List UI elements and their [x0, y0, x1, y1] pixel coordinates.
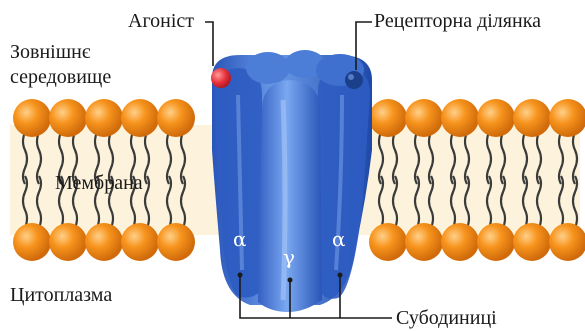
subunits-label: Субодиниці — [396, 306, 497, 330]
lipid-head — [405, 223, 443, 261]
lipid-head — [49, 223, 87, 261]
receptor-site — [345, 71, 363, 89]
lipid-head — [85, 223, 123, 261]
lipid-head — [441, 223, 479, 261]
receptor-site-label: Рецепторна ділянка — [374, 9, 541, 33]
subunit-center — [258, 80, 322, 312]
cytoplasm-label: Цитоплазма — [10, 283, 112, 307]
lipid-head — [513, 223, 551, 261]
lipid-head — [121, 223, 159, 261]
lipid-head — [13, 223, 51, 261]
outside-label-line2: середовище — [10, 65, 111, 89]
lipid-head — [441, 99, 479, 137]
lipid-head — [477, 99, 515, 137]
agonist-molecule — [211, 68, 231, 88]
lipid-head — [513, 99, 551, 137]
agonist-leader — [205, 22, 213, 66]
lipid-head — [477, 223, 515, 261]
lipid-head — [13, 99, 51, 137]
lipid-head — [157, 99, 195, 137]
alpha-right-symbol: α — [332, 228, 346, 250]
alpha-left-symbol: α — [233, 228, 247, 250]
lipid-head — [49, 99, 87, 137]
subunit-right — [318, 66, 370, 299]
lipid-head — [369, 99, 407, 137]
membrane-label: Мембрана — [55, 171, 143, 195]
gamma-symbol: γ — [283, 246, 295, 268]
receptor-protein — [212, 50, 372, 312]
outside-label-line1: Зовнішнє — [10, 40, 90, 64]
lipid-head — [405, 99, 443, 137]
lipid-head — [157, 223, 195, 261]
agonist-label: Агоніст — [128, 9, 194, 33]
lipid-head — [121, 99, 159, 137]
lipid-head — [85, 99, 123, 137]
lipid-head — [369, 223, 407, 261]
